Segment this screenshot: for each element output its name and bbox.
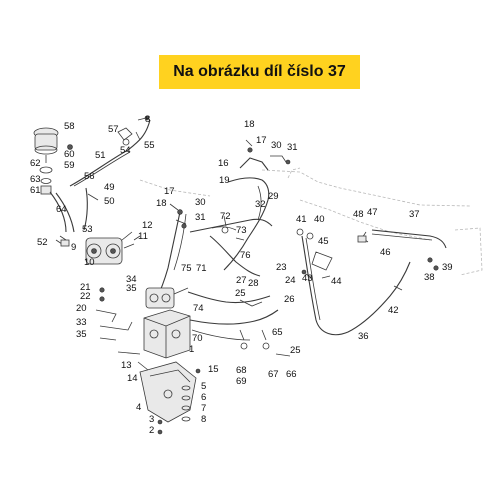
part-label-18: 18: [244, 119, 255, 130]
part-label-26: 26: [284, 294, 295, 305]
part-label-37: 37: [409, 209, 420, 220]
part-label-10: 10: [84, 257, 95, 268]
part-label-33: 33: [76, 317, 87, 328]
fastener-stack: [157, 368, 201, 435]
part-label-45: 45: [318, 236, 329, 247]
part-label-29: 29: [268, 191, 279, 202]
part-label-6: 6: [201, 392, 206, 403]
part-label-28: 28: [248, 278, 259, 289]
part-label-21: 21: [80, 282, 91, 293]
abs-control-unit: [143, 287, 191, 359]
part-label-40: 40: [314, 214, 325, 225]
part-label-51: 51: [95, 150, 106, 161]
part-label-31: 31: [287, 142, 298, 153]
part-label-39: 39: [442, 262, 453, 273]
part-label-23: 23: [276, 262, 287, 273]
part-label-42: 42: [388, 305, 399, 316]
front-brake-caliper: [85, 231, 141, 265]
part-label-47: 47: [367, 207, 378, 218]
part-label-25: 25: [290, 345, 301, 356]
part-label-19: 19: [219, 175, 230, 186]
brake-fluid-reservoir: [33, 127, 73, 195]
part-label-17: 17: [164, 186, 175, 197]
part-label-73: 73: [236, 225, 247, 236]
part-label-56: 56: [84, 171, 95, 182]
part-label-34: 34: [126, 274, 137, 285]
front-brake-hoses: [49, 119, 151, 247]
part-label-52: 52: [37, 237, 48, 248]
part-label-5: 5: [201, 381, 206, 392]
part-label-14: 14: [127, 373, 138, 384]
part-label-58: 58: [64, 121, 75, 132]
part-label-59: 59: [64, 160, 75, 171]
part-label-75: 75: [181, 263, 192, 274]
part-label-66: 66: [286, 369, 297, 380]
part-label-9: 9: [71, 242, 76, 253]
part-label-38: 38: [424, 272, 435, 283]
part-label-16: 16: [218, 158, 229, 169]
part-label-74: 74: [193, 303, 204, 314]
part-label-18: 18: [156, 198, 167, 209]
part-label-67: 67: [268, 369, 279, 380]
part-label-72: 72: [220, 211, 231, 222]
part-label-32: 32: [255, 199, 266, 210]
part-label-8: 8: [201, 414, 206, 425]
frame-outline: [139, 167, 483, 276]
part-label-4: 4: [136, 402, 141, 413]
part-label-61: 61: [30, 185, 41, 196]
part-label-71: 71: [196, 263, 207, 274]
part-label-60: 60: [64, 149, 75, 160]
part-label-27: 27: [236, 275, 247, 286]
part-label-44: 44: [331, 276, 342, 287]
part-label-43: 43: [302, 273, 313, 284]
part-label-41: 41: [296, 214, 307, 225]
part-number-banner: Na obrázku díl číslo 37: [159, 55, 360, 89]
part-label-12: 12: [142, 220, 153, 231]
part-label-69: 69: [236, 376, 247, 387]
part-label-63: 63: [30, 174, 41, 185]
part-label-70: 70: [192, 333, 203, 344]
part-label-30: 30: [195, 197, 206, 208]
part-label-17: 17: [256, 135, 267, 146]
part-label-46: 46: [380, 247, 391, 258]
part-label-36: 36: [358, 331, 369, 342]
part-label-25: 25: [235, 288, 246, 299]
abs-hoses: [187, 291, 291, 357]
part-label-35: 35: [76, 329, 87, 340]
part-label-50: 50: [104, 196, 115, 207]
part-label-76: 76: [240, 250, 251, 261]
part-label-15: 15: [208, 364, 219, 375]
mounting-bolts: [95, 287, 141, 355]
part-label-68: 68: [236, 365, 247, 376]
part-label-8: 8: [145, 114, 150, 125]
part-label-35: 35: [126, 283, 137, 294]
rear-brake-hose-37: [301, 229, 447, 336]
part-label-31: 31: [195, 212, 206, 223]
part-label-57: 57: [108, 124, 119, 135]
upper-brake-line: [223, 139, 291, 271]
part-label-2: 2: [149, 425, 154, 436]
part-label-30: 30: [271, 140, 282, 151]
part-label-11: 11: [138, 231, 148, 242]
part-label-20: 20: [76, 303, 87, 314]
part-label-62: 62: [30, 158, 41, 169]
part-label-24: 24: [285, 275, 296, 286]
part-label-55: 55: [144, 140, 155, 151]
junction-fittings: [296, 228, 333, 279]
abs-mounting-bracket: [137, 361, 197, 423]
part-label-1: 1: [189, 344, 194, 355]
part-label-7: 7: [201, 403, 206, 414]
part-label-48: 48: [353, 209, 364, 220]
fitting-top: [117, 115, 150, 146]
part-label-49: 49: [104, 182, 115, 193]
part-label-65: 65: [272, 327, 283, 338]
part-label-53: 53: [82, 224, 93, 235]
part-label-64: 64: [56, 204, 67, 215]
part-label-22: 22: [80, 291, 91, 302]
part-label-13: 13: [121, 360, 132, 371]
part-label-3: 3: [149, 414, 154, 425]
part-label-54: 54: [120, 145, 131, 156]
